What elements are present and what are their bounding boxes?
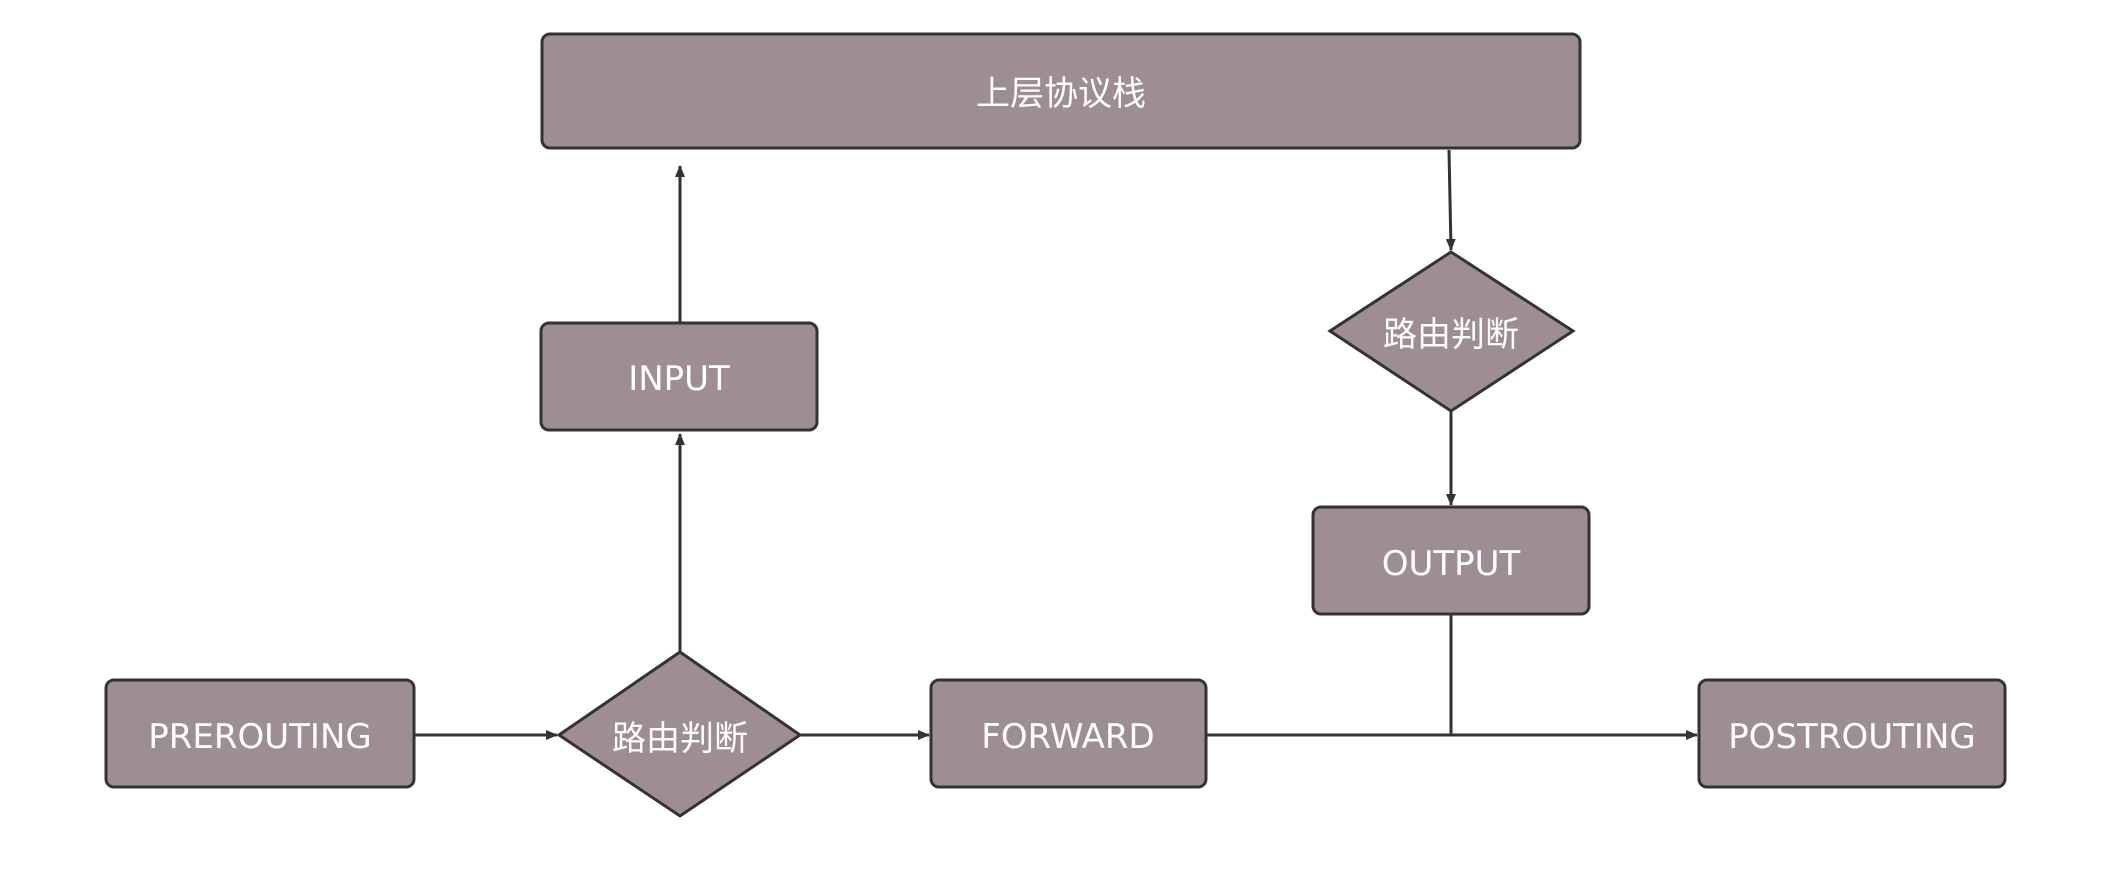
- route-decision-out-label: 路由判断: [1383, 315, 1519, 355]
- node-postrouting: POSTROUTING: [1697, 678, 2007, 789]
- upper-stack-box: [540, 32, 1582, 150]
- node-route-decision-out: 路由判断: [1327, 250, 1576, 413]
- input-box: [539, 321, 819, 432]
- input-label: INPUT: [628, 359, 730, 399]
- postrouting-box: [1697, 678, 2007, 789]
- node-input: INPUT: [539, 321, 819, 432]
- node-prerouting: PREROUTING: [104, 678, 416, 789]
- node-route-decision-in: 路由判断: [556, 650, 803, 818]
- forward-label: FORWARD: [981, 717, 1154, 757]
- prerouting-box: [104, 678, 416, 789]
- node-upper-stack: 上层协议栈: [540, 32, 1582, 150]
- forward-box: [929, 678, 1208, 789]
- route-decision-in-diamond: [556, 650, 803, 818]
- postrouting-label: POSTROUTING: [1728, 717, 1975, 757]
- output-label: OUTPUT: [1382, 544, 1521, 584]
- prerouting-label: PREROUTING: [148, 717, 371, 757]
- route-decision-out-diamond: [1327, 250, 1576, 413]
- node-output: OUTPUT: [1311, 505, 1591, 616]
- edge-upper-stack-to-route-decision: [1445, 149, 1456, 251]
- route-decision-in-label: 路由判断: [612, 719, 748, 759]
- upper-stack-label: 上层协议栈: [976, 74, 1146, 114]
- edges: [415, 149, 1698, 740]
- node-forward: FORWARD: [929, 678, 1208, 789]
- output-box: [1311, 505, 1591, 616]
